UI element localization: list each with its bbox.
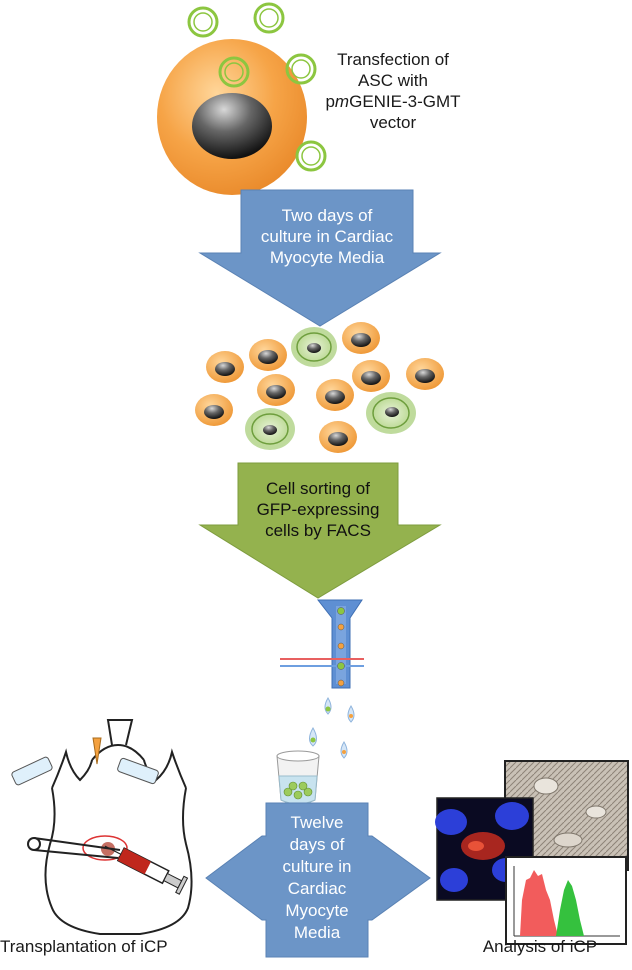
arrow1-line1: Two days of [281,206,373,225]
plasmid-vector-icons [187,2,327,172]
transplantation-label: Transplantation of iCP [0,937,168,956]
facs-sorter-icon [280,599,364,759]
arrow2-line1: Cell sorting of [266,479,370,498]
cell-population-icon [195,322,444,453]
step1-line3: pmGENIE-3-GMT [318,91,468,112]
arrow3-label: Twelve days of culture in Cardiac Myocyt… [266,812,368,944]
step1-line2: ASC with [358,71,428,90]
arrow2-line2: GFP-expressing [256,500,380,519]
arrow3-line6: Media [293,923,341,942]
arrow2-label: Cell sorting of GFP-expressing cells by … [238,478,398,541]
arrow3-line1: Twelve [290,813,344,832]
step1-label: Transfection of ASC with pmGENIE-3-GMT v… [318,49,468,133]
arrow2-line3: cells by FACS [265,521,371,540]
arrow3-line3: culture in [282,857,352,876]
step1-line3-italic: m [334,92,350,111]
step1-line3-suffix: GENIE-3-GMT [349,92,461,111]
flow-cytometry-histogram [505,856,627,945]
asc-cell-icon [157,39,307,195]
culture-tube-icon [276,750,320,805]
arrow1-line3: Myocyte Media [269,248,385,267]
arrow3-line4: Cardiac [287,879,347,898]
arrow3-line2: days of [289,835,345,854]
analysis-label: Analysis of iCP [482,937,598,956]
arrow1-line2: culture in Cardiac [260,227,394,246]
arrow-twelve-days-culture [205,802,431,958]
arrow3-line5: Myocyte [285,901,349,920]
step1-line1: Transfection of [337,50,449,69]
step1-line3-prefix: p [325,92,335,111]
transplantation-animal-icon [44,719,193,935]
step1-line4: vector [369,113,417,132]
arrow-two-days-culture [198,189,442,327]
arrow1-label: Two days of culture in Cardiac Myocyte M… [241,205,413,268]
arrow-cell-sorting [198,462,442,599]
